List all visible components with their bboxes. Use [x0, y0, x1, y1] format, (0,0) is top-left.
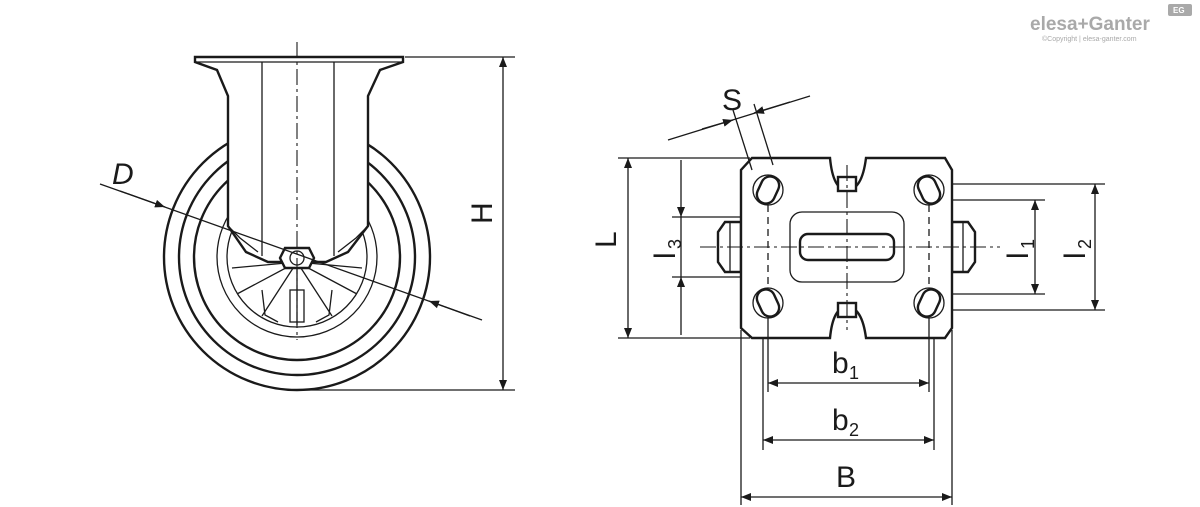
label-b2: b [832, 404, 849, 437]
dimension-B: B [740, 330, 953, 505]
dimension-L: L [590, 157, 750, 339]
dimension-H: H [300, 56, 515, 391]
dimension-b2: b 2 [762, 338, 935, 450]
dimension-b1: b 1 [767, 318, 930, 392]
label-l2: l [1059, 252, 1092, 259]
label-b1: b [832, 347, 849, 380]
dimension-l3: l 3 [649, 160, 741, 335]
label-l1: l [1002, 252, 1035, 259]
label-l3: l [649, 252, 682, 259]
label-b1-sub: 1 [849, 363, 859, 383]
label-l3-sub: 3 [665, 239, 685, 249]
brand-name: elesa+Ganter [1030, 14, 1150, 35]
fork-bracket [193, 55, 405, 264]
side-view: H D [99, 42, 515, 392]
dimension-D: D [99, 158, 483, 321]
brand-logo: elesa+Ganter ©Copyright | elesa-ganter.c… [1030, 4, 1192, 43]
label-S: S [722, 84, 742, 117]
top-view: S L l 3 l 1 [590, 84, 1105, 505]
brand-badge-text: EG [1173, 6, 1185, 15]
label-B: B [836, 461, 856, 494]
label-l2-sub: 2 [1075, 239, 1095, 249]
label-l1-sub: 1 [1018, 239, 1038, 249]
copyright-text: ©Copyright | elesa-ganter.com [1042, 35, 1137, 43]
mounting-holes [752, 174, 945, 319]
dimension-S: S [667, 84, 811, 171]
label-H: H [466, 202, 499, 224]
label-L: L [590, 231, 623, 248]
dimension-l2: l 2 [952, 183, 1105, 311]
brand-badge [1168, 4, 1192, 16]
dimension-l1: l 1 [952, 199, 1045, 295]
label-D: D [112, 158, 134, 191]
label-b2-sub: 2 [849, 420, 859, 440]
